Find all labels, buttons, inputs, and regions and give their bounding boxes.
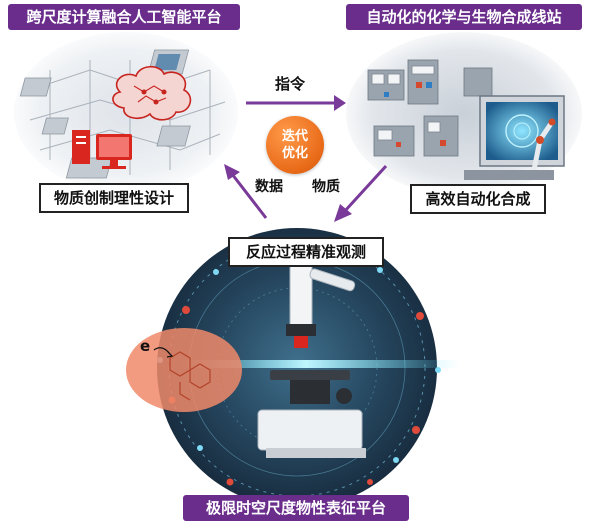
arrow-label-material: 物质: [312, 179, 340, 195]
arrow-data: [224, 164, 268, 219]
electron-label: e: [140, 337, 150, 355]
arrow-label-data: 数据: [255, 179, 283, 195]
characterization-platform-illustration: e: [126, 228, 460, 508]
iterative-optimization-circle: 迭代 优化: [266, 116, 324, 174]
banner-synthesis-station: 自动化的化学与生物合成线站: [346, 4, 582, 30]
center-line-1: 迭代: [281, 129, 308, 144]
center-line-2: 优化: [281, 146, 308, 161]
arrow-material: [334, 164, 388, 222]
box-rational-design: 物质创制理性设计: [39, 183, 189, 213]
synthesis-station-illustration: [346, 32, 582, 196]
arrow-label-command: 指令: [275, 75, 306, 93]
ai-platform-illustration: [14, 32, 238, 192]
banner-characterization-platform: 极限时空尺度物性表征平台: [183, 495, 409, 521]
arrow-command: [246, 95, 346, 111]
banner-ai-platform: 跨尺度计算融合人工智能平台: [8, 4, 240, 30]
box-precise-observation: 反应过程精准观测: [228, 237, 384, 267]
box-automated-synthesis: 高效自动化合成: [410, 184, 546, 214]
